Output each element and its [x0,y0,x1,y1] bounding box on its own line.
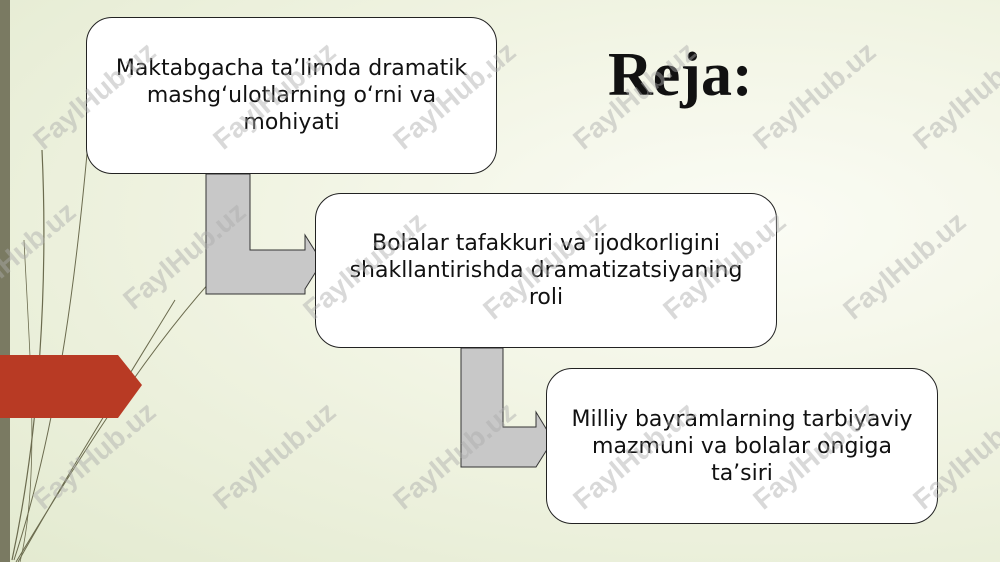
plan-item-1-text: Maktabgacha ta’limda dramatik mashg‘ulot… [115,56,468,135]
red-arrow-tab [0,355,142,418]
plan-item-2: Bolalar tafakkuri va ijodkorligini shakl… [315,193,777,348]
plan-item-3: Milliy bayramlarning tarbiyaviy mazmuni … [546,368,938,524]
connector-arrow-2 [460,347,554,468]
plan-item-2-text: Bolalar tafakkuri va ijodkorligini shakl… [349,231,743,310]
slide-title: Reja: [608,41,753,109]
plan-item-3-text: Milliy bayramlarning tarbiyaviy mazmuni … [571,406,913,486]
connector-arrow-1 [205,173,323,295]
plan-item-1: Maktabgacha ta’limda dramatik mashg‘ulot… [86,17,497,174]
left-edge-bar [0,0,10,562]
